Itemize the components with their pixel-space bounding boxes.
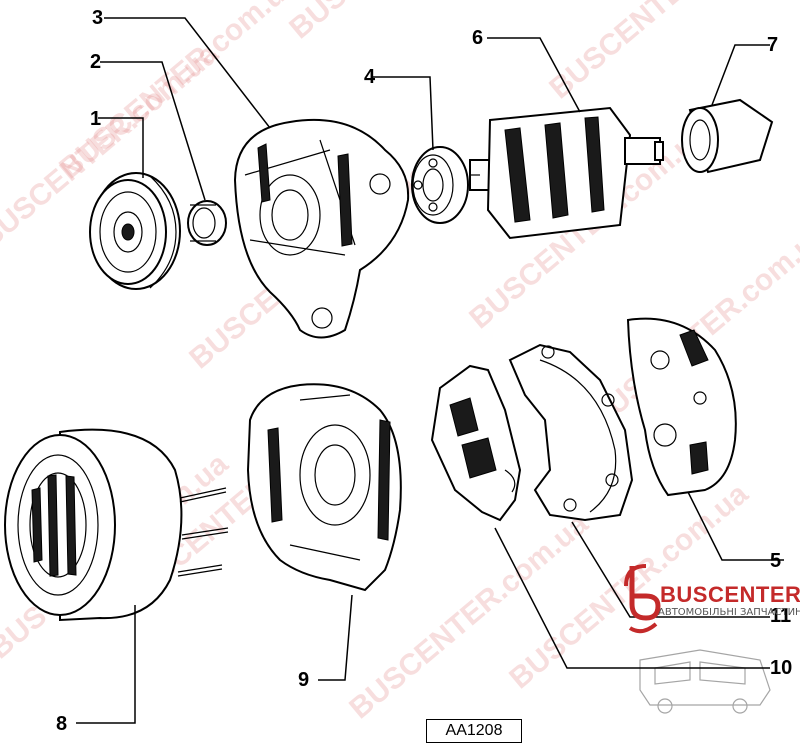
logo-tagline: АВТОМОБІЛЬНІ ЗАПЧАСТИНИ — [658, 607, 800, 618]
callout-1: 1 — [90, 108, 101, 130]
leader-line-8 — [76, 605, 136, 724]
leader-line-2 — [100, 61, 206, 201]
leader-lines — [76, 17, 784, 724]
leader-line-5 — [687, 491, 784, 561]
callout-6: 6 — [472, 27, 483, 49]
callout-4: 4 — [364, 66, 376, 88]
leader-line-11 — [571, 521, 770, 618]
callout-2: 2 — [90, 51, 101, 73]
buscenter-logo-icon — [624, 564, 661, 634]
leader-line-7 — [711, 44, 770, 106]
callout-8: 8 — [56, 713, 67, 735]
part-bearing — [411, 146, 469, 224]
watermark-text: BUSCENTER.com.ua — [543, 0, 794, 105]
part-rectifier — [508, 343, 634, 522]
logo-brand-name: BUSCENTER — [660, 582, 800, 607]
callout-3: 3 — [92, 7, 103, 29]
leader-line-10 — [494, 527, 770, 669]
part-spacer-ring — [187, 200, 227, 246]
figure-reference-code: AA1208 — [426, 719, 522, 743]
leader-line-1 — [98, 117, 144, 178]
part-end-cap — [681, 98, 774, 174]
part-rotor — [469, 106, 664, 240]
callout-10: 10 — [770, 657, 792, 679]
part-voltage-regulator — [430, 364, 522, 522]
part-slip-ring-end-housing — [246, 383, 402, 592]
callout-7: 7 — [767, 34, 778, 56]
buscenter-logo: BUSCENTER АВТОМОБІЛЬНІ ЗАПЧАСТИНИ — [612, 560, 800, 640]
part-drive-end-housing — [233, 118, 410, 339]
leader-line-3 — [104, 17, 271, 129]
leader-line-9 — [318, 594, 353, 681]
bus-outline-icon — [639, 649, 771, 714]
leader-line-4 — [373, 76, 434, 151]
callout-labels: 1 2 3 4 5 6 7 8 9 10 11 — [56, 7, 792, 735]
callout-11: 11 — [770, 605, 791, 627]
callout-5: 5 — [770, 550, 781, 572]
leader-line-6 — [487, 37, 581, 113]
callout-9: 9 — [298, 669, 309, 691]
part-rear-cover — [626, 317, 737, 497]
part-pulley — [89, 172, 181, 290]
part-stator — [4, 428, 229, 622]
